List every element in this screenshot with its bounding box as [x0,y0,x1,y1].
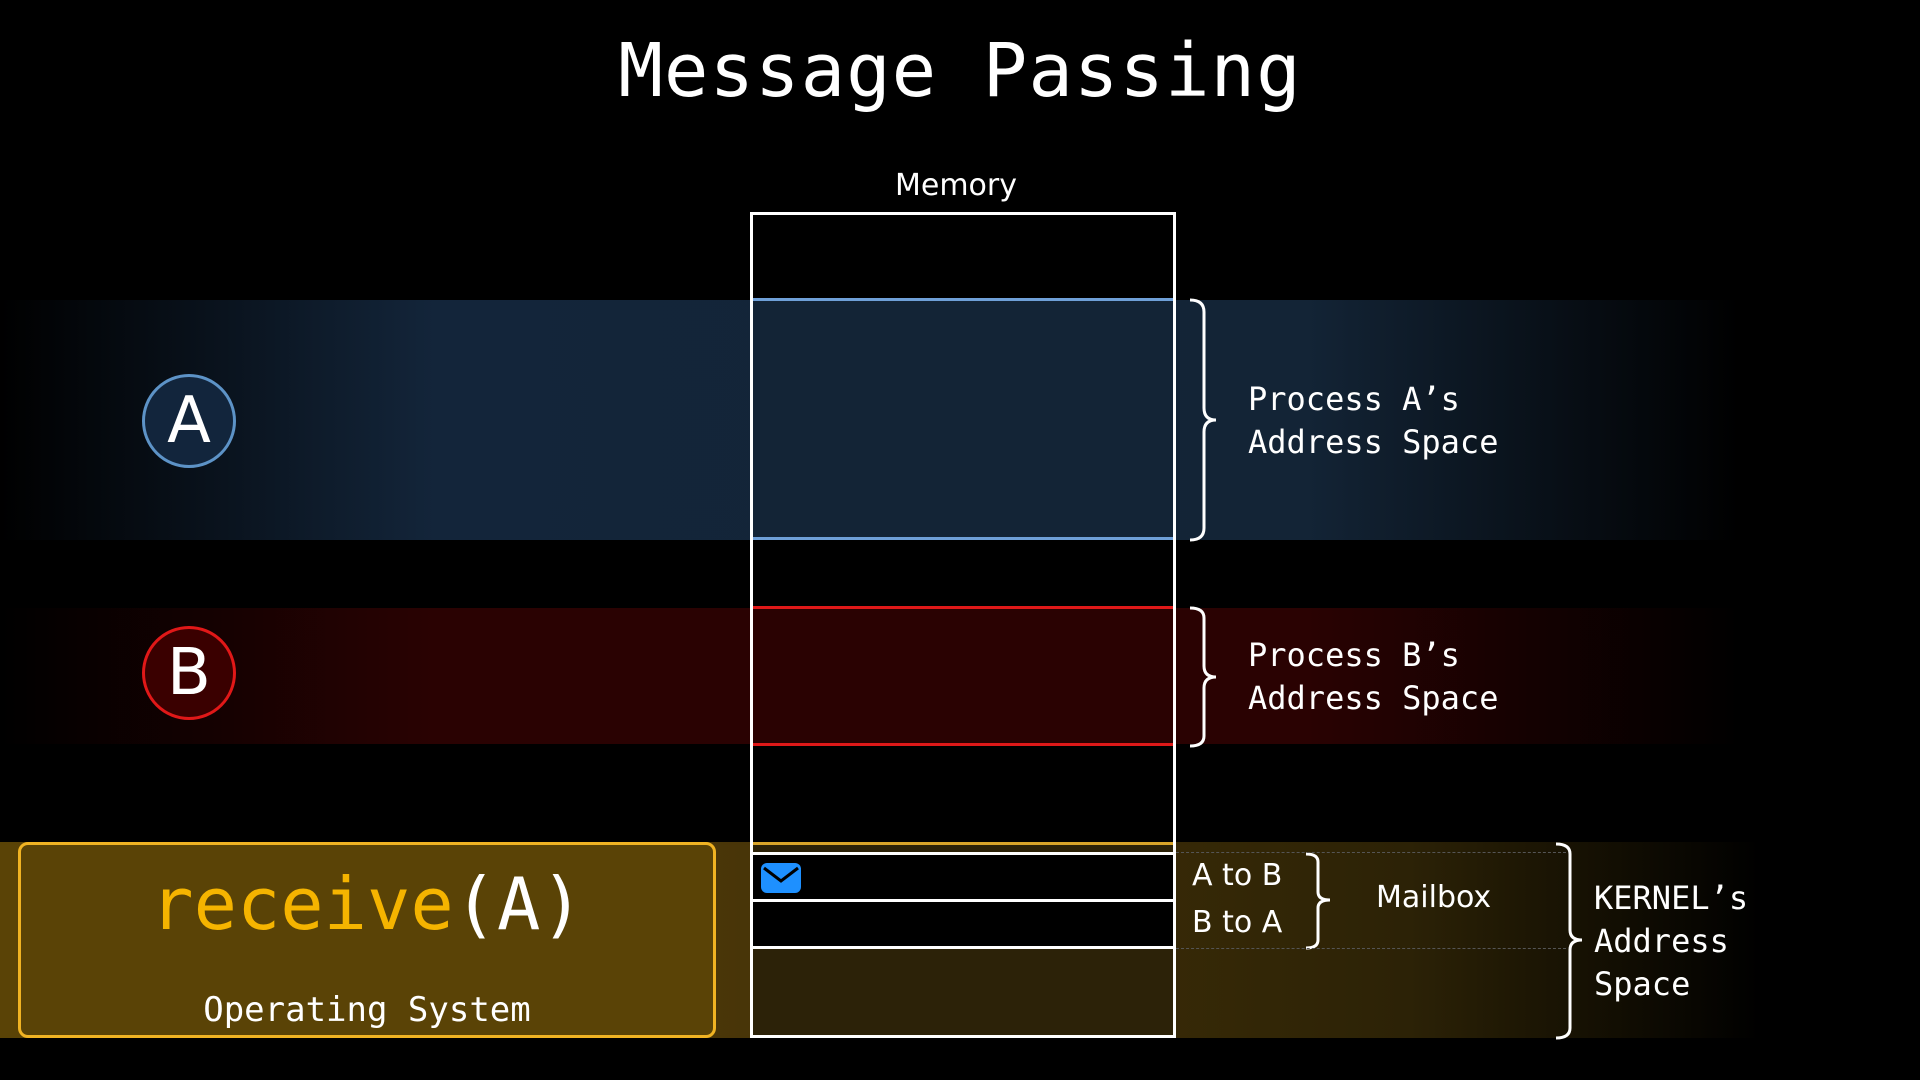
memory-region-b [753,606,1173,746]
call-args: (A) [453,862,584,946]
process-a-label-line2: Address Space [1248,423,1499,461]
slot-label-b-to-a: B to A [1192,905,1283,940]
mailbox-brace [1305,852,1331,950]
operating-system-box [18,842,716,1038]
process-b-circle: B [142,626,236,720]
call-function: receive [150,862,454,946]
envelope-icon [761,863,801,893]
mailbox-bottom-line [1176,948,1566,949]
operating-system-label: Operating System [203,990,531,1030]
kernel-brace [1555,842,1583,1040]
mailbox-top-line [1176,852,1566,853]
mailbox-slot-b-to-a [750,899,1176,949]
process-a-label-line1: Process A’s [1248,380,1460,418]
process-b-letter: B [167,636,211,710]
process-a-brace [1189,298,1217,542]
process-b-label-line2: Address Space [1248,679,1499,717]
kernel-label-line1: KERNEL’s [1594,879,1749,917]
process-a-circle: A [142,374,236,468]
process-b-brace [1189,606,1217,748]
page-title: Message Passing [618,28,1302,114]
memory-box [750,212,1176,1038]
process-b-label-line1: Process B’s [1248,636,1460,674]
mailbox-label: Mailbox [1376,880,1492,915]
memory-region-a [753,298,1173,540]
mailbox-slot-a-to-b [750,852,1176,902]
kernel-label-line3: Space [1594,965,1691,1003]
slot-label-a-to-b: A to B [1192,858,1283,893]
kernel-label-line2: Address [1594,922,1729,960]
process-a-letter: A [167,384,211,458]
system-call: receive(A) [18,862,716,946]
memory-label: Memory [894,168,1017,203]
